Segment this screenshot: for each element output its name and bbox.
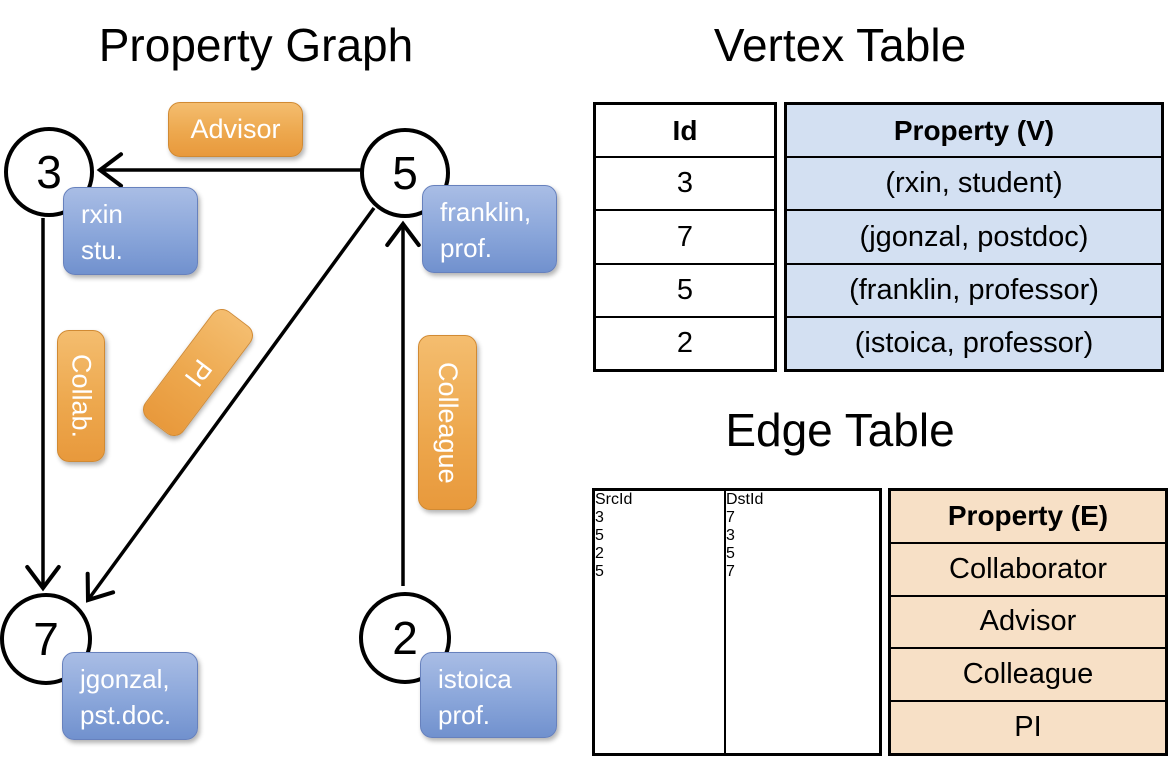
table-cell: (rxin, student)	[787, 156, 1161, 209]
table-cell: 3	[596, 156, 774, 209]
edge-table-id-columns: SrcId 3 5 2 5 DstId 7 3 5 7	[592, 488, 882, 756]
edge-label-advisor: Advisor	[168, 102, 303, 157]
table-cell: Colleague	[891, 647, 1165, 700]
vertex-id-label: 5	[392, 147, 418, 199]
vertex-property-box-jgonzal: jgonzal, pst.doc.	[62, 652, 198, 740]
vertex-property-line: pst.doc.	[80, 700, 172, 731]
vertex-property-line: stu.	[81, 235, 123, 266]
vertex-table-title: Vertex Table	[713, 19, 967, 71]
vertex-property-box-istoica: istoica prof.	[420, 652, 557, 738]
table-cell: (istoica, professor)	[787, 315, 1161, 369]
vertex-property-line: istoica	[438, 664, 512, 694]
edge-label-colleague: Colleague	[418, 335, 477, 510]
vertex-id-label: 3	[36, 146, 62, 198]
vertex-id-label: 7	[33, 613, 59, 665]
edge-table-dstid-column: DstId 7 3 5 7	[726, 491, 879, 753]
table-cell: Collaborator	[891, 541, 1165, 595]
vertex-property-line: rxin	[81, 199, 123, 229]
vertex-node-3: 3	[4, 127, 94, 217]
edge-table-dstid-header: DstId	[726, 491, 764, 508]
vertex-id-label: 2	[392, 612, 418, 664]
table-cell: 3	[595, 509, 604, 526]
vertex-table-id-column: Id 3 7 5 2	[593, 102, 777, 372]
table-cell: (franklin, professor)	[787, 262, 1161, 316]
edge-label-text: Advisor	[190, 114, 281, 144]
vertex-property-box-franklin: franklin, prof.	[422, 185, 557, 273]
vertex-property-line: jgonzal,	[80, 664, 170, 694]
vertex-property-line: prof.	[440, 233, 493, 264]
table-cell: 7	[726, 563, 735, 580]
property-graph-title: Property Graph	[98, 19, 414, 71]
edge-table-title: Edge Table	[725, 404, 955, 456]
edge-label-text: Collab.	[66, 353, 97, 439]
edge-label-text: PI	[178, 353, 219, 393]
edge-table-property-header: Property (E)	[947, 500, 1109, 532]
table-cell: 5	[595, 563, 604, 580]
vertex-property-line: franklin,	[440, 197, 532, 227]
edge-label-pi: PI	[138, 304, 258, 441]
table-cell: 5	[726, 545, 735, 562]
table-cell: 2	[595, 545, 604, 562]
edge-table-srcid-column: SrcId 3 5 2 5	[595, 491, 726, 753]
vertex-table-property-header: Property (V)	[893, 114, 1055, 146]
table-cell: 3	[726, 527, 735, 544]
table-cell: 7	[726, 509, 735, 526]
table-cell: 2	[596, 315, 774, 369]
vertex-property-box-rxin: rxin stu.	[63, 187, 198, 275]
vertex-property-line: prof.	[438, 700, 491, 731]
table-cell: 7	[596, 209, 774, 262]
edge-table-property-column: Property (E) Collaborator Advisor Collea…	[888, 488, 1168, 756]
edge-table-srcid-header: SrcId	[595, 491, 633, 508]
edge-label-collab: Collab.	[57, 330, 105, 462]
table-cell: 5	[595, 527, 604, 544]
vertex-table-id-header: Id	[672, 114, 698, 146]
edge-label-text: Colleague	[433, 361, 463, 484]
table-cell: (jgonzal, postdoc)	[787, 209, 1161, 262]
table-cell: PI	[891, 700, 1165, 753]
vertex-node-5: 5	[360, 128, 450, 218]
table-cell: Advisor	[891, 594, 1165, 648]
table-cell: 5	[596, 262, 774, 316]
vertex-table-property-column: Property (V) (rxin, student) (jgonzal, p…	[784, 102, 1164, 372]
